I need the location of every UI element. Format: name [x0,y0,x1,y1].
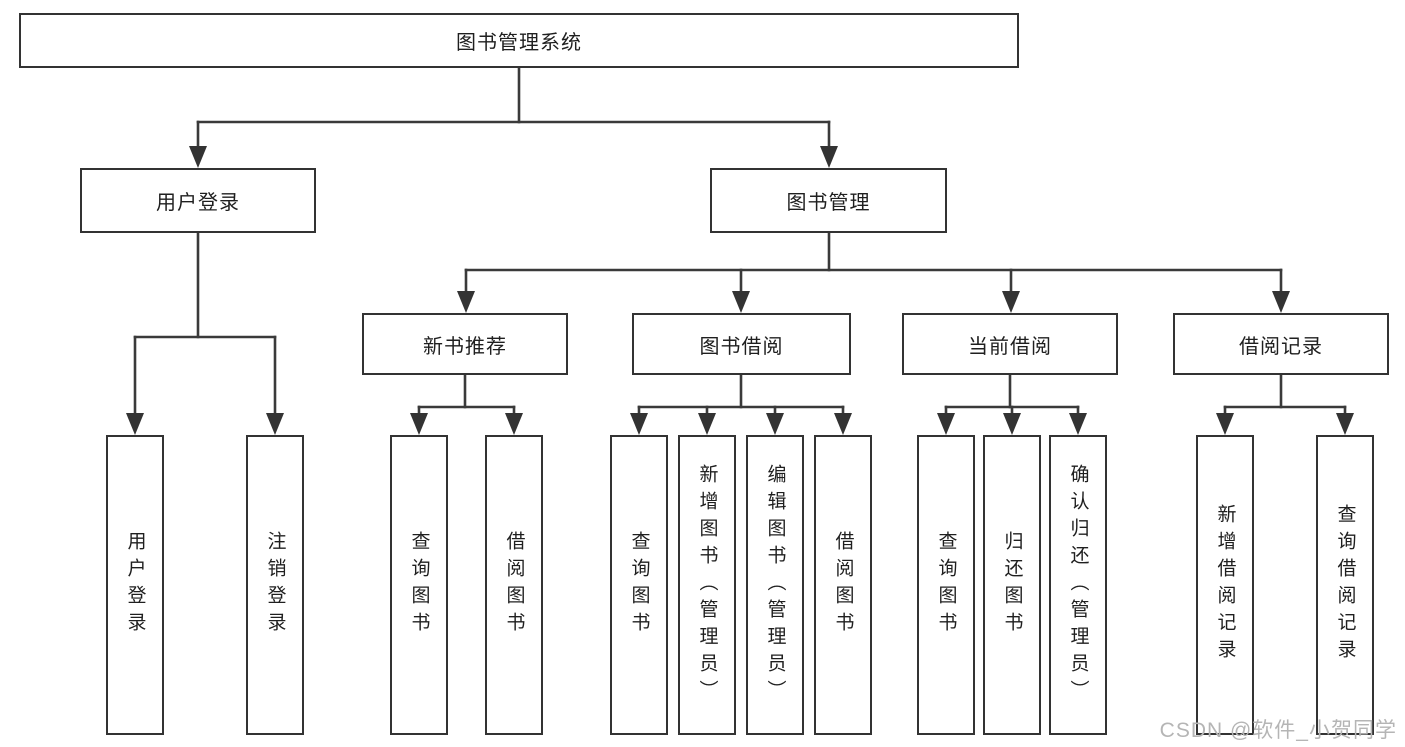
connector-root-to-level2 [189,66,838,168]
leaf-add-books-admin: 新增图书（管理员） [678,435,736,735]
connector-book-mgmt-to-level3 [457,231,1290,313]
node-current-borrowing: 当前借阅 [902,313,1118,375]
connector-book-borrow-to-leaves [630,373,852,435]
leaf-borrow-books-recommendation: 借阅图书 [485,435,543,735]
leaf-logout: 注销登录 [246,435,304,735]
connector-user-login-to-leaves [126,231,284,435]
leaf-user-login: 用户登录 [106,435,164,735]
node-book-management: 图书管理 [710,168,947,233]
leaf-borrow-books: 借阅图书 [814,435,872,735]
leaf-add-borrow-record: 新增借阅记录 [1196,435,1254,735]
leaf-query-books-current: 查询图书 [917,435,975,735]
connector-current-borrow-to-leaves [937,373,1087,435]
leaf-edit-books-admin: 编辑图书（管理员） [746,435,804,735]
leaf-query-books-borrowing: 查询图书 [610,435,668,735]
leaf-confirm-return-admin: 确认归还（管理员） [1049,435,1107,735]
node-new-book-recommendation: 新书推荐 [362,313,568,375]
node-root-system: 图书管理系统 [19,13,1019,68]
node-user-login: 用户登录 [80,168,316,233]
connector-borrow-records-to-leaves [1216,373,1354,435]
leaf-return-books: 归还图书 [983,435,1041,735]
node-borrowing-records: 借阅记录 [1173,313,1389,375]
leaf-query-borrow-record: 查询借阅记录 [1316,435,1374,735]
node-book-borrowing: 图书借阅 [632,313,851,375]
csdn-watermark: CSDN @软件_小贺同学 [1159,719,1397,742]
leaf-query-books-recommendation: 查询图书 [390,435,448,735]
connector-new-book-rec-to-leaves [410,373,523,435]
